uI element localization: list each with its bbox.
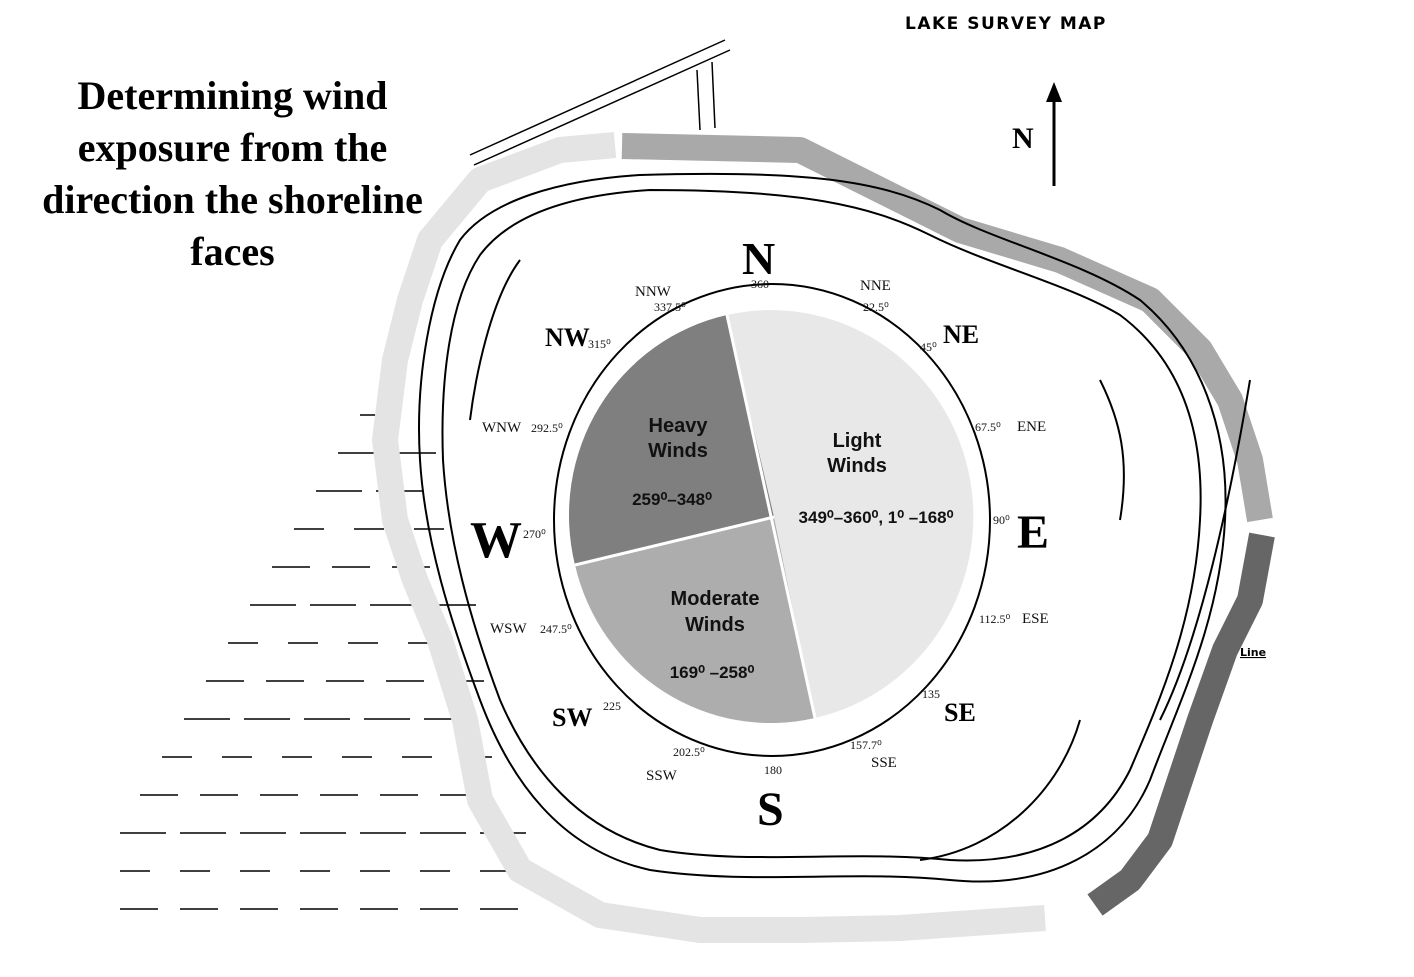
label-SSE: SSE: [871, 755, 897, 771]
label-W: W: [470, 512, 522, 569]
wedge-light-winds: [727, 310, 974, 718]
deg-NE: 45⁰: [920, 340, 937, 354]
deg-ENE: 67.5⁰: [975, 420, 1001, 434]
depth-contours: [418, 172, 1251, 883]
marsh-symbols: [120, 414, 526, 910]
label-NE: NE: [943, 320, 979, 349]
north-arrow-label: N: [1012, 122, 1034, 155]
heavy-range: 259⁰–348⁰: [632, 490, 712, 509]
label-WNW: WNW: [482, 420, 522, 436]
shoreline-light-exposure: [372, 132, 1046, 943]
compass-labels: N 360 NNE 22.5⁰ NE 45⁰ ENE 67.5⁰ E 90⁰ E…: [470, 233, 1049, 836]
label-WSW: WSW: [490, 621, 528, 637]
line-label: Line: [1240, 646, 1266, 659]
moderate-label-1: Moderate: [671, 588, 760, 610]
diagram-title: Determining wind exposure from the direc…: [42, 73, 423, 274]
road: [469, 39, 731, 166]
deg-S: 180: [764, 763, 782, 777]
moderate-range: 169⁰ –258⁰: [670, 663, 755, 682]
label-NNE: NNE: [860, 278, 891, 294]
deg-NNE: 22.5⁰: [863, 300, 889, 314]
label-N: N: [742, 233, 775, 284]
deg-N: 360: [751, 277, 769, 291]
deg-SW: 225: [603, 699, 621, 713]
deg-SSW: 202.5⁰: [673, 745, 705, 759]
label-S: S: [757, 783, 784, 836]
shoreline-heavy-exposure: [1087, 532, 1275, 916]
label-SW: SW: [552, 703, 592, 732]
deg-SSE: 157.7⁰: [850, 738, 882, 752]
deg-NW: 315⁰: [588, 337, 611, 351]
label-NNW: NNW: [635, 284, 672, 300]
light-label-2: Winds: [827, 455, 887, 477]
heavy-label-1: Heavy: [649, 415, 709, 437]
wedge-moderate-winds: [575, 517, 815, 724]
deg-SE: 135: [922, 687, 940, 701]
label-SSW: SSW: [646, 768, 678, 784]
deg-ESE: 112.5⁰: [979, 612, 1011, 626]
label-NW: NW: [545, 323, 590, 352]
deg-WSW: 247.5⁰: [540, 622, 572, 636]
north-arrow: N: [1012, 82, 1062, 186]
heavy-label-2: Winds: [648, 440, 708, 462]
light-label-1: Light: [833, 430, 882, 452]
label-ESE: ESE: [1022, 611, 1049, 627]
deg-NNW: 337.5⁰: [654, 300, 686, 314]
label-SE: SE: [944, 698, 976, 727]
deg-E: 90⁰: [993, 513, 1010, 527]
wind-pie: [568, 310, 974, 724]
deg-WNW: 292.5⁰: [531, 421, 563, 435]
label-E: E: [1017, 506, 1049, 559]
light-range: 349⁰–360⁰, 1⁰ –168⁰: [799, 508, 954, 527]
wedge-heavy-winds: [568, 315, 774, 565]
map-title: LAKE SURVEY MAP: [905, 14, 1107, 34]
label-ENE: ENE: [1017, 419, 1046, 435]
moderate-label-2: Winds: [685, 614, 745, 636]
deg-W: 270⁰: [523, 527, 546, 541]
